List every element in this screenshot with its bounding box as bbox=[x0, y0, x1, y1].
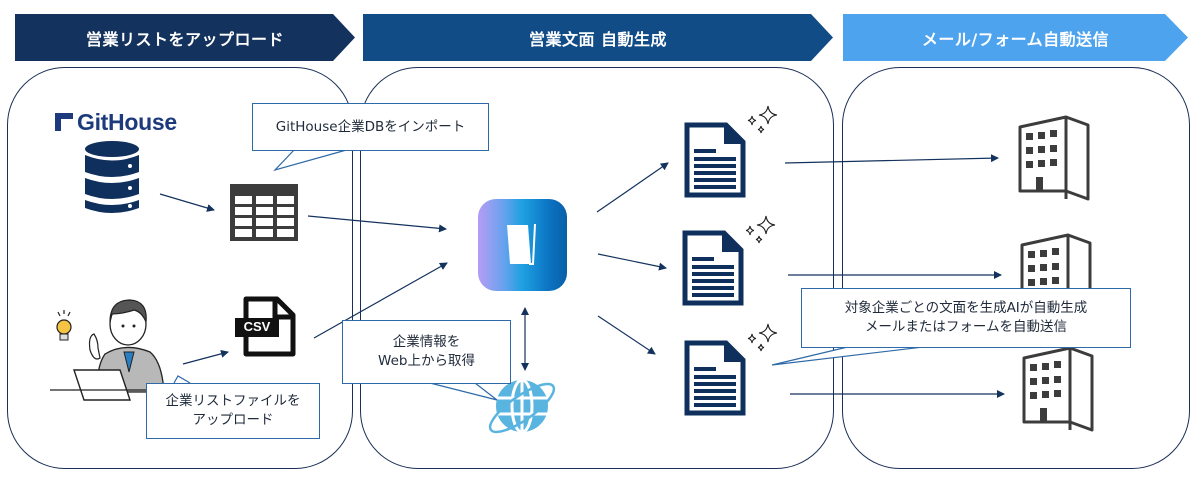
step-upload-header: 営業リストをアップロード bbox=[15, 14, 355, 61]
arrow-table-to-app bbox=[307, 215, 447, 233]
step-send-header: メール/フォーム自動送信 bbox=[843, 14, 1188, 61]
sparkle-icon bbox=[747, 323, 778, 352]
house-mark-icon bbox=[55, 113, 73, 131]
send-panel bbox=[842, 67, 1190, 469]
document-icon bbox=[682, 230, 744, 306]
building-icon bbox=[1018, 115, 1090, 201]
step-upload-label: 営業リストをアップロード bbox=[85, 29, 284, 49]
document-icon bbox=[684, 122, 746, 198]
callout-web-fetch: 企業情報を Web上から取得 bbox=[342, 320, 511, 384]
arrow-doc1-to-building1 bbox=[784, 154, 999, 164]
tail-import bbox=[273, 148, 351, 172]
tail-web bbox=[429, 382, 498, 401]
arrow-db-to-table bbox=[159, 193, 215, 212]
arrow-csv-to-app bbox=[313, 262, 448, 339]
step-send-label: メール/フォーム自動送信 bbox=[921, 29, 1110, 49]
generate-panel bbox=[360, 67, 834, 469]
person-laptop-illustration bbox=[50, 299, 180, 401]
table-icon bbox=[230, 184, 298, 241]
step-generate-label: 営業文面 自動生成 bbox=[528, 29, 668, 49]
githouse-logo: GitHouse bbox=[55, 110, 195, 134]
document-icon bbox=[684, 340, 746, 416]
sparkle-icon bbox=[747, 105, 778, 134]
globe-icon bbox=[488, 378, 556, 434]
callout-send: 対象企業ごとの文面を生成AIが自動生成 メールまたはフォームを自動送信 bbox=[801, 288, 1131, 348]
tail-upload bbox=[173, 375, 191, 384]
step-generate-header: 営業文面 自動生成 bbox=[363, 14, 833, 61]
upload-panel bbox=[7, 67, 353, 469]
arrow-app-to-doc1 bbox=[596, 162, 669, 213]
csv-file-icon: CSV bbox=[233, 296, 301, 358]
callout-upload: 企業リストファイルを アップロード bbox=[146, 383, 320, 439]
arrow-app-to-doc3 bbox=[597, 315, 656, 355]
callout-import: GitHouse企業DBをインポート bbox=[252, 103, 489, 151]
building-icon bbox=[1022, 346, 1094, 432]
arrow-person-to-csv bbox=[182, 349, 229, 365]
arrow-app-to-doc2 bbox=[597, 253, 667, 271]
csv-label: CSV bbox=[243, 319, 271, 334]
tail-send bbox=[771, 344, 941, 366]
app-logo-icon[interactable] bbox=[478, 199, 567, 291]
sparkle-icon bbox=[745, 215, 776, 244]
database-icon bbox=[85, 141, 139, 213]
